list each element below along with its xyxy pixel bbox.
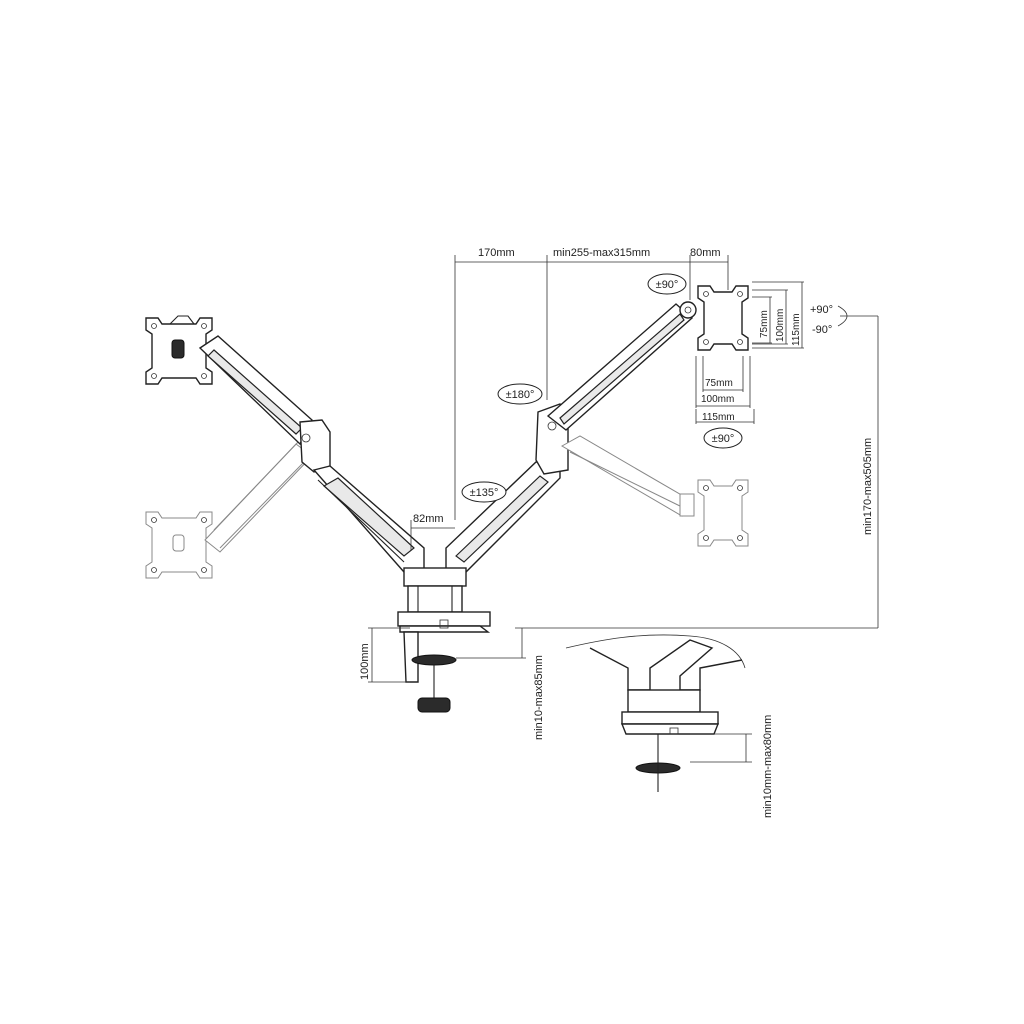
vesa-100-h-label: 100mm [701,394,734,405]
clamp-dimension-lines [368,627,526,683]
dim-height-label: min170-max505mm [862,438,874,535]
top-dimension-lines [454,255,729,520]
center-post [403,567,467,613]
swivel-135-label: ±135° [470,487,499,499]
vesa-dimension-lines [695,281,804,424]
vesa-plate-left-top [145,315,213,385]
clamp-range-label: min10-max85mm [533,655,545,740]
vesa-100-v-label: 100mm [775,309,786,342]
rotation-bottom-label: ±90° [712,433,735,445]
desk-clamp [397,611,491,713]
vesa-75-v-label: 75mm [759,310,770,338]
dim-arm3-label: 80mm [690,247,721,259]
vesa-115-h-label: 115mm [702,412,735,423]
swivel-180-badge: ±180° [497,383,543,405]
vesa-plate-right-bottom [697,479,749,547]
pole-base-label: 100mm [359,643,371,680]
tilt-up-label: +90° [810,304,833,316]
right-lower-arm [445,403,569,573]
dim-arm1-label: 170mm [478,247,515,259]
vesa-115-v-label: 115mm [791,313,802,346]
vesa-plate-right-top [697,285,749,351]
vesa-plate-left-bottom [145,511,213,579]
rotation-bottom-badge: ±90° [703,427,743,449]
rotation-top-badge: ±90° [647,273,687,295]
gap-label: 82mm [413,513,444,525]
left-upper-arm [198,335,331,473]
dim-arm2-label: min255-max315mm [553,247,650,259]
grommet-dimension-lines [690,733,752,763]
vesa-75-h-label: 75mm [705,378,733,389]
right-arm-ghost [560,435,695,517]
right-upper-arm [546,301,697,431]
swivel-180-label: ±180° [506,389,535,401]
grommet-range-label: min10mm-max80mm [762,715,774,818]
left-arm-ghost [204,439,313,553]
height-dimension-lines [515,315,879,629]
rotation-top-label: ±90° [656,279,679,291]
tilt-arc [837,305,848,327]
grommet-inset [565,634,746,792]
tilt-down-label: -90° [812,324,832,336]
left-lower-arm [312,465,425,573]
swivel-135-badge: ±135° [461,481,507,503]
gap-dimension-lines [410,520,455,550]
